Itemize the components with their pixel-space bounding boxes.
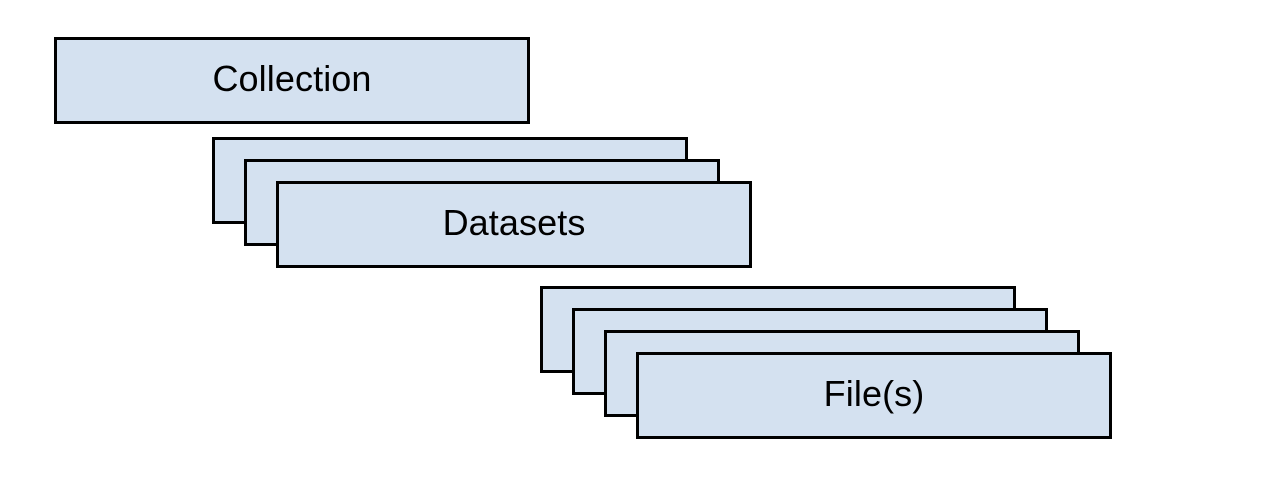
files-card-front[interactable]: File(s): [636, 352, 1112, 439]
files-label: File(s): [823, 373, 925, 414]
collection-label: Collection: [212, 58, 372, 99]
datasets-label: Datasets: [442, 202, 586, 243]
collection-card[interactable]: Collection: [54, 37, 530, 124]
datasets-card-front[interactable]: Datasets: [276, 181, 752, 268]
